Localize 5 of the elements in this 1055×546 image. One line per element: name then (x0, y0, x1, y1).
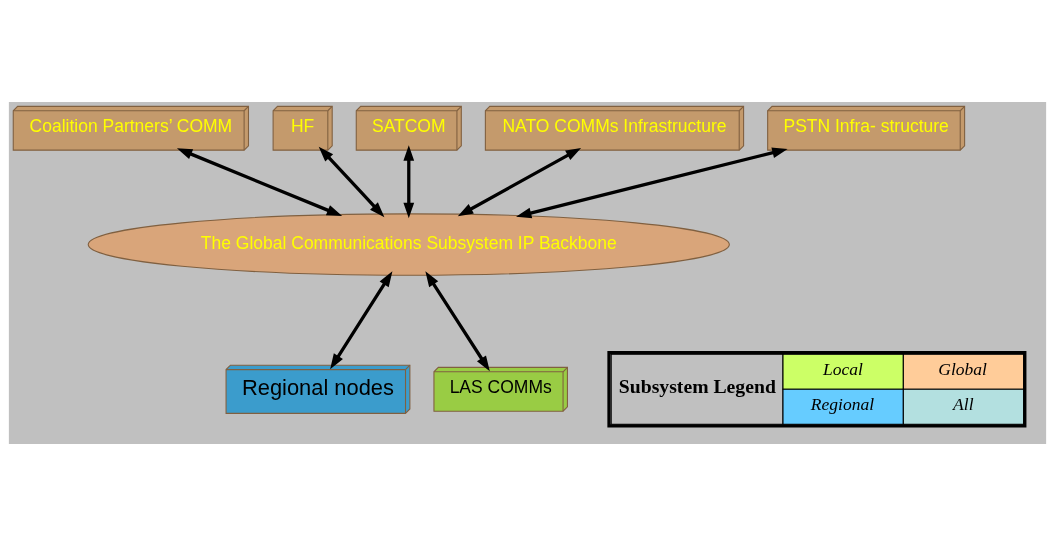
label: Subsystem Legend (618, 375, 776, 398)
legend-label: Regional (810, 393, 875, 414)
legend-label: All (953, 393, 974, 414)
legend-label: Global (938, 358, 987, 379)
legend-label: Local (822, 358, 863, 379)
